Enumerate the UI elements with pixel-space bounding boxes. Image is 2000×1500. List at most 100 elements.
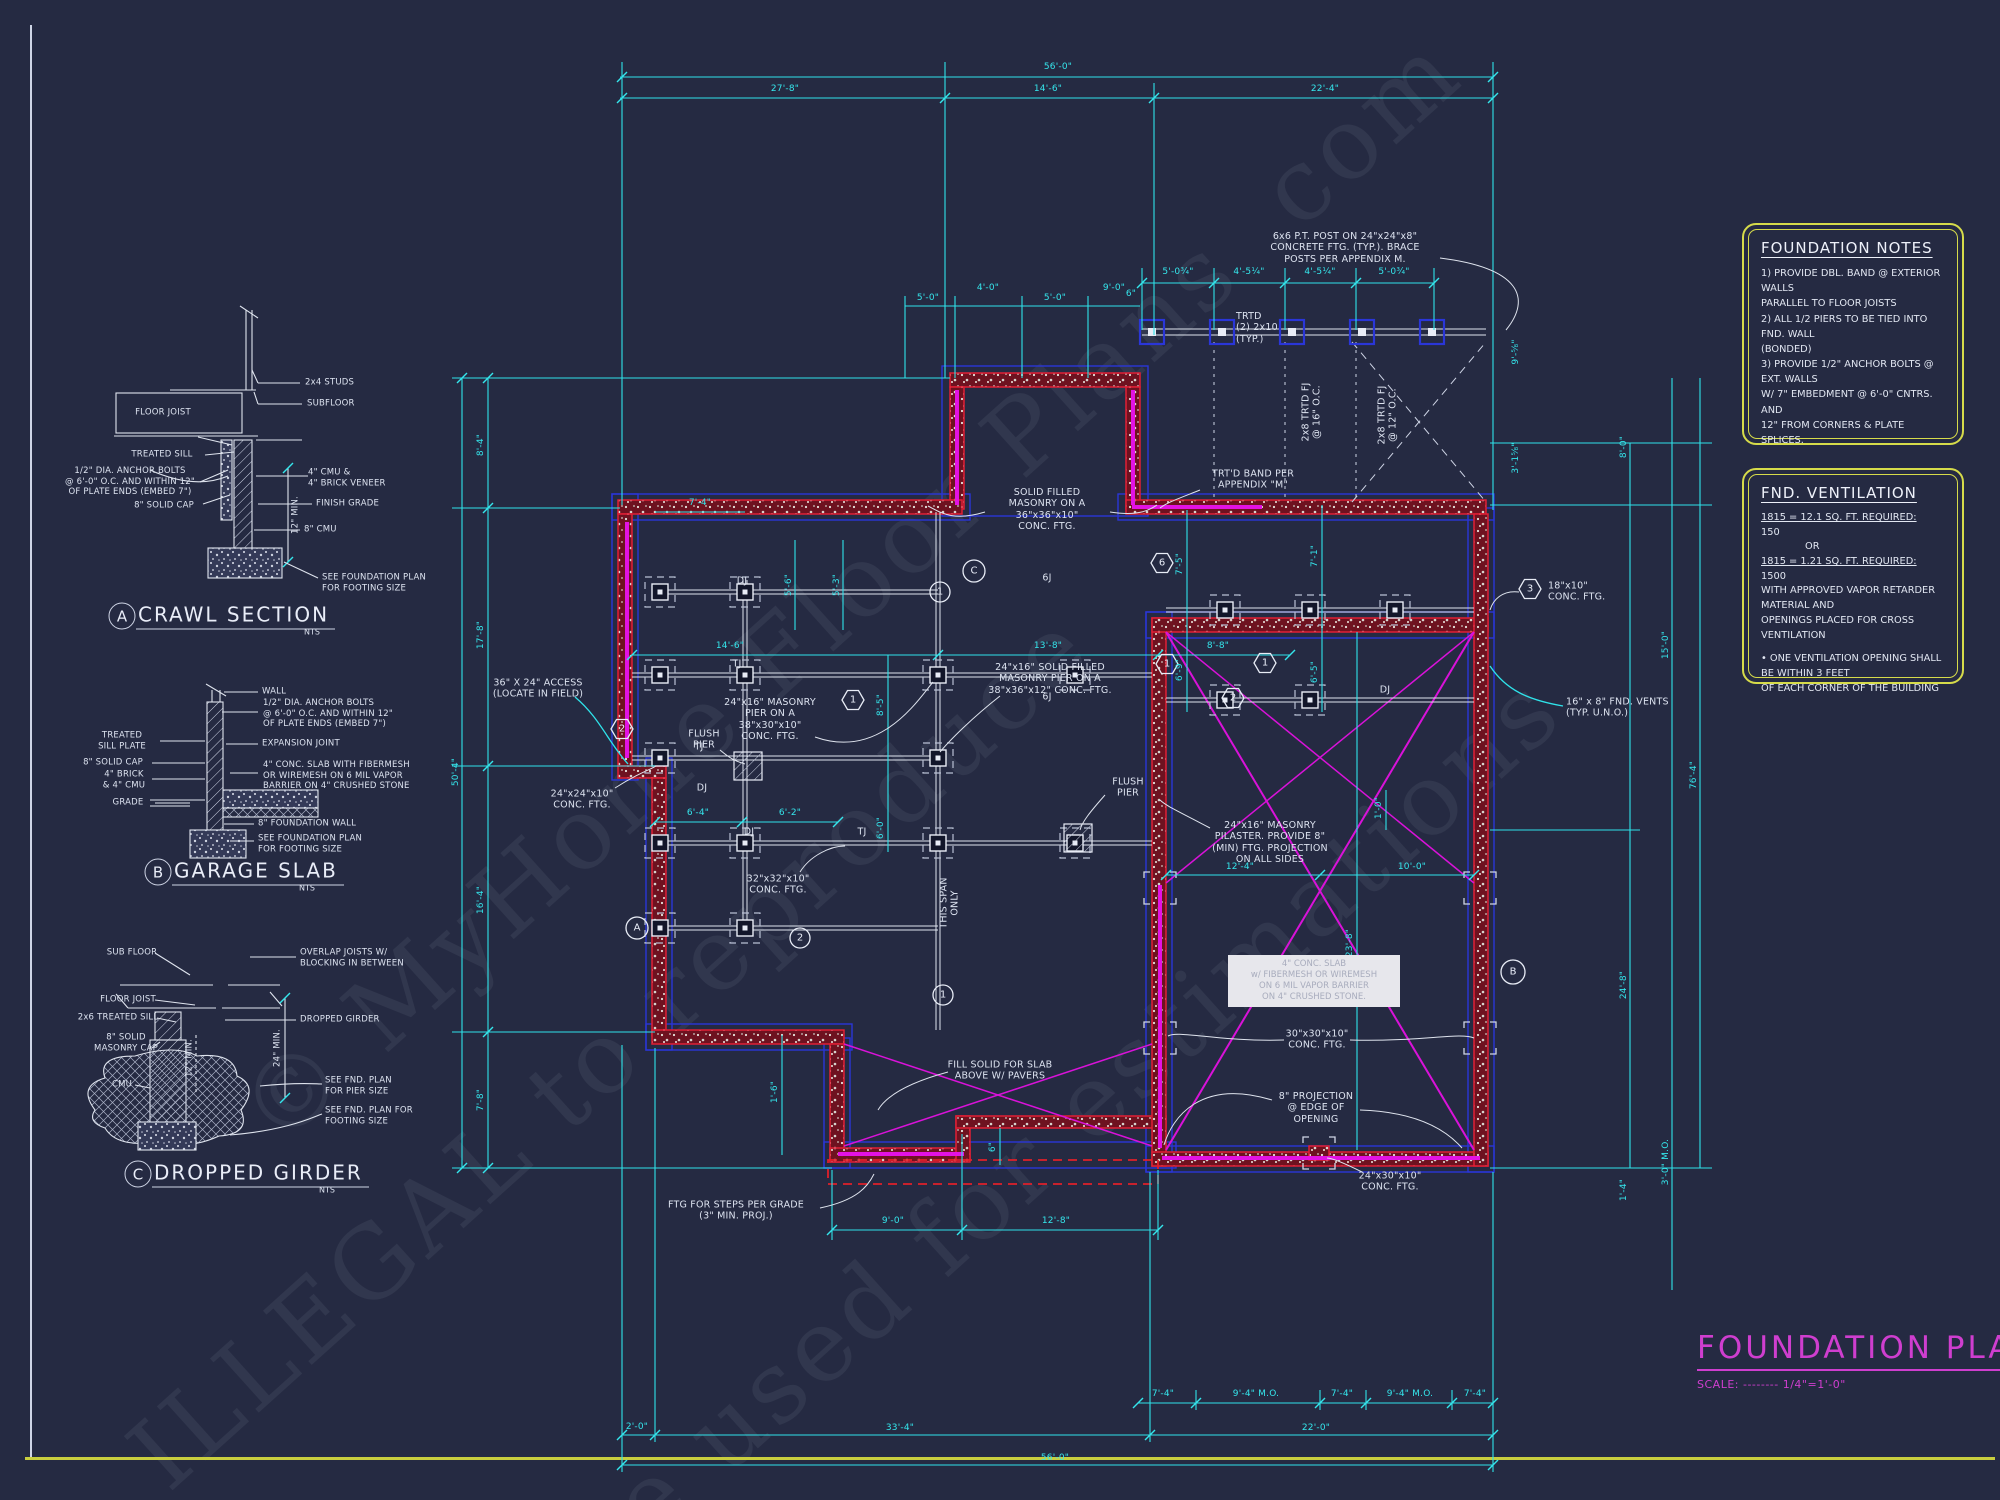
joist-label: TJ: [694, 741, 704, 753]
section-marker-a: A: [633, 922, 641, 934]
detail-a-label: 8" CMU: [304, 524, 337, 535]
joist-label: 6J: [1042, 572, 1052, 584]
detail-b-label: 8" FOUNDATION WALL: [258, 818, 357, 829]
note-projection: 8" PROJECTION @ EDGE OF OPENING: [1278, 1090, 1354, 1125]
dim: 1'-4": [1619, 1178, 1629, 1202]
joist-label: TJ: [857, 826, 867, 838]
wall-accents: [625, 390, 1480, 1160]
dim: 6'-5": [1310, 660, 1320, 684]
note-masonry-pier-b: 24"x16" SOLID FILLED MASONRY PIER ON A 3…: [988, 661, 1112, 696]
deck-dashed-x: [1213, 341, 1487, 503]
dim: 5'-3": [832, 573, 842, 597]
reference-markers: [610, 552, 1542, 1006]
detail-a-label: SEE FOUNDATION PLAN FOR FOOTING SIZE: [322, 572, 427, 593]
note-ftg-3232: 32"x32"x10" CONC. FTG.: [746, 873, 810, 896]
hex-marker: 1: [849, 694, 857, 706]
detail-c-label: 2x6 TREATED SILL: [77, 1012, 159, 1023]
scale-label: SCALE: -------- 1/4"=1'-0": [1697, 1378, 1846, 1391]
detail-b-label: WALL: [262, 686, 287, 697]
detail-b-label: SEE FOUNDATION PLAN FOR FOOTING SIZE: [258, 833, 363, 854]
detail-c-linework: [87, 952, 323, 1151]
detail-a-title: CRAWL SECTION: [136, 603, 336, 630]
note-fj-12oc: 2x8 TRTD FJ @ 12" O.C.: [1376, 385, 1399, 445]
note-trtd-2x10: TRTD (2) 2x10 (TYP.): [1236, 310, 1278, 345]
vent-formula-1: 1815 = 12.1 SQ. FT. REQUIRED:: [1761, 512, 1917, 523]
dim: 4'-5¼": [1233, 267, 1265, 277]
dim: 6'-0": [876, 816, 886, 840]
note-fnd-vents: 16" x 8" FND. VENTS (TYP. U.N.O.): [1566, 696, 1669, 719]
fnd-ventilation-box: FND. VENTILATION 1815 = 12.1 SQ. FT. REQ…: [1742, 468, 1964, 694]
detail-c-label: OVERLAP JOISTS W/ BLOCKING IN BETWEEN: [300, 947, 404, 968]
dim: 23'-8": [1345, 928, 1355, 958]
note-this-span: THIS SPAN ONLY: [938, 877, 961, 929]
dim: 17'-8": [476, 620, 486, 650]
note-solid-masonry: SOLID FILLED MASONRY ON A 36"x36"x10" CO…: [1008, 487, 1086, 533]
section-marker-b: B: [1509, 966, 1517, 978]
hex-marker: 1: [1261, 657, 1269, 669]
joist-label: TJ: [732, 658, 742, 670]
dim: 12'-4": [1225, 862, 1255, 872]
dim: 56'-0": [1040, 1453, 1070, 1463]
detail-b-label: EXPANSION JOINT: [262, 738, 340, 749]
dim: 6": [1125, 289, 1137, 299]
leader-lines: [614, 257, 1520, 1209]
detail-c-label: FLOOR JOIST: [100, 994, 156, 1005]
dim: 15'-0": [1661, 630, 1671, 660]
detail-c-scale: NTS: [319, 1185, 335, 1195]
detail-c-label: SEE FND. PLAN FOR FOOTING SIZE: [325, 1105, 413, 1126]
note-fj-16oc: 2x8 TRTD FJ @ 16" O.C.: [1300, 382, 1323, 442]
dim: 3'-0" M.O.: [1661, 1138, 1671, 1186]
detail-c-label: 8" SOLID MASONRY CAP: [94, 1032, 158, 1053]
steps-footing-dashed: [827, 1159, 1159, 1185]
detail-a-label: TREATED SILL: [131, 449, 193, 460]
vent-note-2: • ONE VENTILATION OPENING SHALL BE WITHI…: [1761, 653, 1942, 694]
dim: 2'-0": [625, 1422, 649, 1432]
dim: 13'-8": [1033, 641, 1063, 651]
detail-a-linework: [114, 305, 319, 579]
dim: 7'-8": [476, 1088, 486, 1112]
circle-marker: 2: [796, 932, 804, 944]
vent-formula-2: 1815 = 1.21 SQ. FT. REQUIRED:: [1761, 556, 1917, 568]
sheet-bottom-border: [25, 1457, 1995, 1460]
note-masonry-pier-a: 24"x16" MASONRY PIER ON A 38"x30"x10" CO…: [724, 697, 816, 743]
hex-marker: 3: [1526, 583, 1534, 595]
vent-or: OR: [1805, 541, 1820, 553]
note-flush-pier: FLUSH PIER: [1112, 776, 1144, 799]
detail-a-ref: A: [108, 602, 136, 630]
dim: 12'-8": [1041, 1216, 1071, 1226]
detail-c-label: SEE FND. PLAN FOR PIER SIZE: [325, 1075, 392, 1096]
detail-b-label: 8" SOLID CAP: [83, 757, 143, 768]
detail-c-label: DROPPED GIRDER: [300, 1014, 380, 1025]
dim: 56'-0": [1043, 62, 1073, 72]
detail-b-label: 1/2" DIA. ANCHOR BOLTS @ 6'-0" O.C. AND …: [263, 698, 394, 730]
deck-posts: [1138, 318, 1446, 346]
note-ftg-3030: 30"x30"x10" CONC. FTG.: [1285, 1028, 1349, 1051]
circle-marker: 1: [939, 989, 947, 1001]
joist-label: DJ: [1379, 684, 1391, 696]
vent-denominator-1: 150: [1761, 526, 1780, 538]
detail-a-label: FINISH GRADE: [316, 498, 380, 509]
dim: 9'-⅝": [1511, 339, 1521, 365]
detail-b-ref: B: [144, 858, 172, 886]
note-ftg-1810: 18"x10" CONC. FTG.: [1548, 580, 1606, 603]
dim: 6": [988, 1141, 998, 1153]
note-pilaster: 24"x16" MASONRY PILASTER. PROVIDE 8" (MI…: [1212, 820, 1328, 866]
foundation-notes-body: 1) PROVIDE DBL. BAND @ EXTERIOR WALLS PA…: [1761, 268, 1941, 446]
dim: 50'-4": [451, 757, 461, 787]
dim: 8'-5": [876, 693, 886, 717]
joist-label: DJ: [743, 826, 755, 838]
dim: 9'-4" M.O.: [1232, 1389, 1280, 1399]
dim: 6'-2": [778, 808, 802, 818]
hex-marker: 2: [618, 723, 626, 735]
dim: 16'-4": [476, 885, 486, 915]
section-marker-c: C: [970, 565, 978, 577]
note-access: 36" X 24" ACCESS (LOCATE IN FIELD): [492, 677, 584, 700]
detail-a-label: 1/2" DIA. ANCHOR BOLTS @ 6'-0" O.C. AND …: [64, 466, 196, 498]
detail-a-label: FLOOR JOIST: [135, 407, 191, 418]
dim: 5'-6": [784, 573, 794, 597]
dim: 5'-0": [916, 293, 940, 303]
dim: 9'-4" M.O.: [1386, 1389, 1434, 1399]
detail-c-label: 24" MIN.: [272, 1029, 283, 1067]
detail-a-label: 12" MIN.: [290, 496, 301, 534]
